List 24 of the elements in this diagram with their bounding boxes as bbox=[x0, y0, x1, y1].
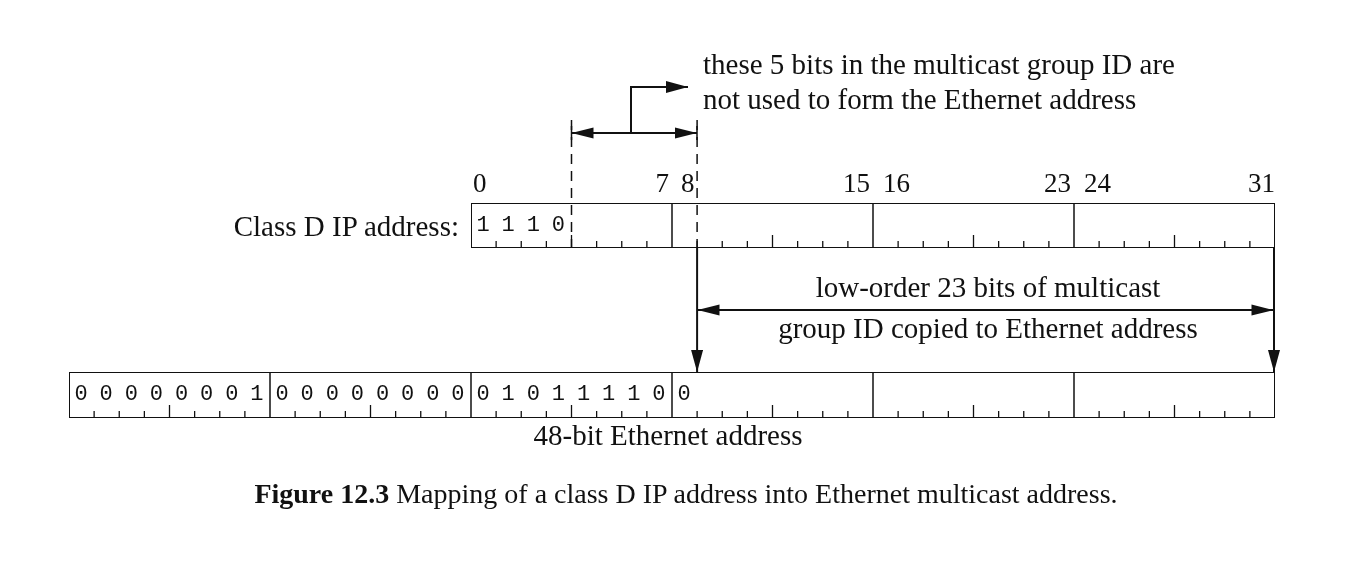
bit-number: 31 bbox=[1248, 168, 1275, 198]
bit-number: 8 bbox=[681, 168, 695, 198]
bit-values: 0 0 0 0 0 0 0 1 bbox=[74, 382, 263, 407]
bit-field-box bbox=[471, 203, 1275, 248]
arrow bbox=[1268, 247, 1280, 373]
leader-arrow bbox=[630, 81, 689, 134]
bit-number: 16 bbox=[883, 168, 910, 198]
figure-caption: Figure 12.3 Mapping of a class D IP address into Ethernet multicast address. bbox=[254, 478, 1118, 510]
bit-values: 0 0 0 0 0 0 0 0 bbox=[275, 382, 464, 407]
bit-values: 1 1 1 0 bbox=[476, 213, 565, 238]
annotation-text: these 5 bits in the multicast group ID are not used to form the Ethernet address bbox=[688, 47, 1196, 117]
dimension-label: low-order 23 bits of multicast bbox=[815, 272, 1161, 302]
bit-number: 7 bbox=[655, 168, 669, 198]
field-label: 48-bit Ethernet address bbox=[533, 418, 803, 452]
bit-values: 0 1 0 1 1 1 1 0 bbox=[476, 382, 665, 407]
bit-values: 0 bbox=[677, 382, 691, 407]
arrow bbox=[691, 247, 704, 373]
dimension-label: group ID copied to Ethernet address bbox=[778, 313, 1198, 343]
bit-number: 24 bbox=[1084, 168, 1111, 198]
bit-number: 23 bbox=[1044, 168, 1071, 198]
bit-number: 15 bbox=[843, 168, 870, 198]
field-label: Class D IP address: bbox=[233, 209, 459, 243]
bit-number: 0 bbox=[473, 168, 487, 198]
bit-field-box bbox=[69, 372, 1275, 418]
